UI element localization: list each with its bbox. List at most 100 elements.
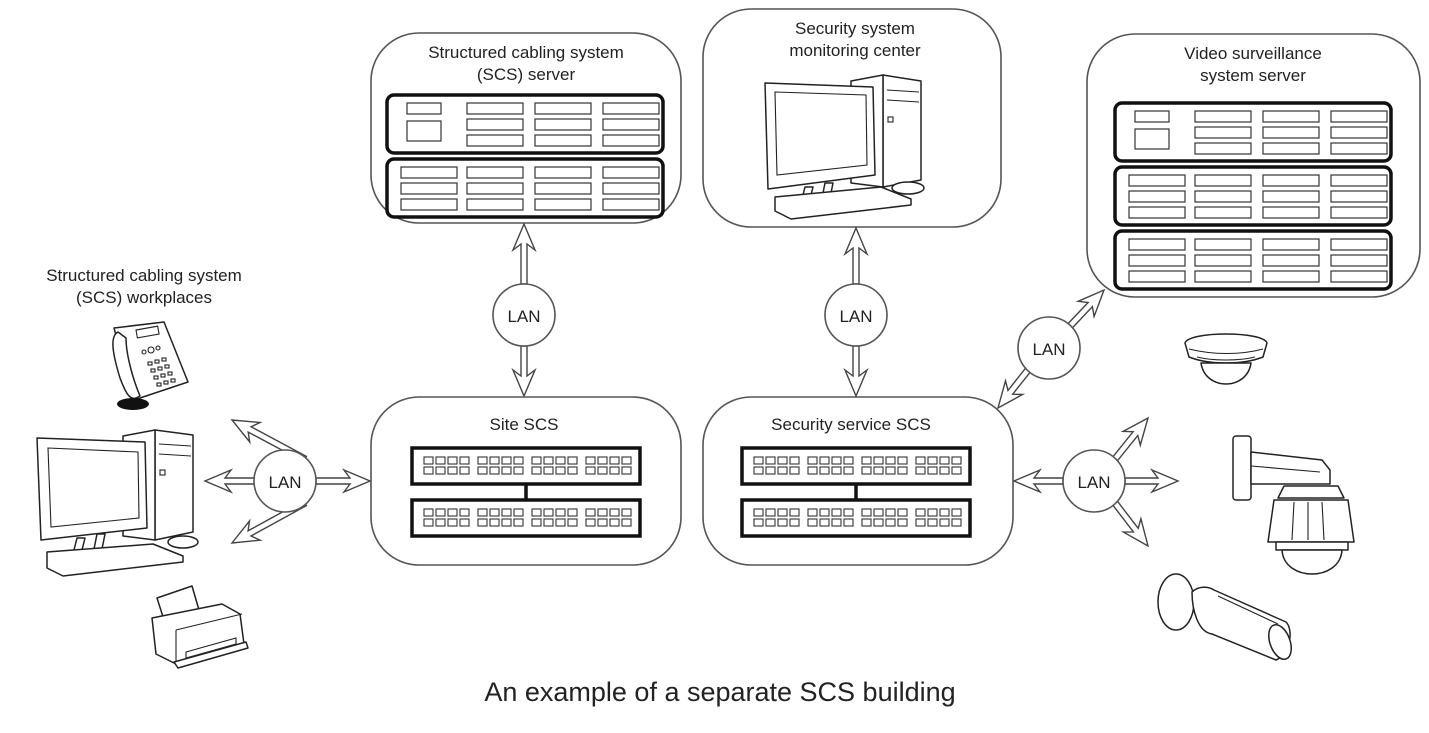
workplaces-group: Structured cabling system (SCS) workplac… bbox=[36, 266, 249, 669]
scs-server-node: Structured cabling system (SCS) server bbox=[370, 32, 682, 224]
panel-slot bbox=[1134, 128, 1170, 150]
drive-slot bbox=[1128, 206, 1186, 219]
switch-port bbox=[777, 518, 788, 527]
switch-port bbox=[753, 456, 764, 465]
switch-port bbox=[477, 508, 488, 517]
drive-slot bbox=[602, 182, 660, 195]
switch-port bbox=[861, 508, 872, 517]
dome-camera-icon bbox=[1184, 333, 1268, 385]
switch-port bbox=[897, 518, 908, 527]
switch-unit bbox=[740, 498, 972, 538]
drive-slot bbox=[1194, 126, 1252, 139]
scs-server-title-1: Structured cabling system bbox=[428, 43, 624, 62]
link-arrow bbox=[315, 468, 372, 494]
link-arrow bbox=[1111, 500, 1150, 548]
switch-port bbox=[939, 466, 950, 475]
switch-port bbox=[861, 456, 872, 465]
drive-slot bbox=[1194, 238, 1252, 251]
drive-slot bbox=[1194, 270, 1252, 283]
switch-port bbox=[459, 518, 470, 527]
video-server-title-2: system server bbox=[1200, 66, 1306, 85]
scs-server-title-2: (SCS) server bbox=[477, 65, 576, 84]
switch-port bbox=[765, 456, 776, 465]
switch-port bbox=[621, 508, 632, 517]
switch-port bbox=[819, 466, 830, 475]
link-arrow bbox=[1066, 288, 1106, 330]
panel-slot bbox=[406, 102, 442, 115]
switch-port bbox=[435, 456, 446, 465]
video-server-title-1: Video surveillance bbox=[1184, 44, 1322, 63]
switch-port bbox=[861, 466, 872, 475]
switch-port bbox=[831, 508, 842, 517]
drive-slot bbox=[1330, 238, 1388, 251]
diagram-caption: An example of a separate SCS building bbox=[484, 677, 955, 707]
switch-port bbox=[501, 456, 512, 465]
switch-port bbox=[513, 466, 524, 475]
switch-port bbox=[477, 456, 488, 465]
switch-port bbox=[777, 508, 788, 517]
switch-port bbox=[897, 466, 908, 475]
switch-port bbox=[951, 518, 962, 527]
switch-port bbox=[897, 456, 908, 465]
switch-port bbox=[555, 466, 566, 475]
switch-port bbox=[423, 508, 434, 517]
switch-port bbox=[423, 466, 434, 475]
switch-port bbox=[753, 518, 764, 527]
switch-port bbox=[567, 518, 578, 527]
drive-slot bbox=[602, 198, 660, 211]
drive-slot bbox=[466, 134, 524, 147]
drive-slot bbox=[602, 118, 660, 131]
switch-port bbox=[501, 466, 512, 475]
drive-slot bbox=[1262, 206, 1320, 219]
drive-slot bbox=[1330, 110, 1388, 123]
lan-circle bbox=[824, 283, 888, 347]
monitoring-center-title-2: monitoring center bbox=[789, 41, 921, 60]
security-scs-node: Security service SCS bbox=[702, 396, 1014, 566]
drive-slot bbox=[1194, 142, 1252, 155]
drive-slot bbox=[1330, 270, 1388, 283]
video-server-node: Video surveillance system server bbox=[1086, 33, 1421, 298]
switch-port bbox=[927, 466, 938, 475]
rack-server-icon bbox=[385, 93, 665, 219]
switch-port bbox=[597, 456, 608, 465]
switch-port bbox=[447, 508, 458, 517]
lan-label: LAN bbox=[268, 473, 301, 492]
switch-port bbox=[951, 508, 962, 517]
switch-port bbox=[459, 466, 470, 475]
switch-port bbox=[777, 456, 788, 465]
drive-slot bbox=[602, 102, 660, 115]
drive-slot bbox=[1262, 110, 1320, 123]
switch-port bbox=[939, 508, 950, 517]
drive-slot bbox=[1262, 142, 1320, 155]
switch-port bbox=[585, 466, 596, 475]
switch-port bbox=[555, 508, 566, 517]
lan-circle bbox=[1017, 316, 1081, 380]
drive-slot bbox=[1262, 254, 1320, 267]
switch-port bbox=[915, 518, 926, 527]
switch-port bbox=[435, 508, 446, 517]
drive-slot bbox=[1194, 206, 1252, 219]
switch-port bbox=[777, 466, 788, 475]
switch-port bbox=[621, 456, 632, 465]
switch-port bbox=[939, 456, 950, 465]
drive-slot bbox=[1330, 254, 1388, 267]
drive-slot bbox=[1330, 174, 1388, 187]
drive-slot bbox=[1330, 126, 1388, 139]
switch-port bbox=[531, 466, 542, 475]
switch-port bbox=[873, 508, 884, 517]
drive-slot bbox=[1262, 190, 1320, 203]
drive-slot bbox=[534, 182, 592, 195]
switch-port bbox=[585, 518, 596, 527]
lan-label: LAN bbox=[507, 307, 540, 326]
rack-server-icon bbox=[1113, 101, 1393, 291]
switch-port bbox=[951, 456, 962, 465]
lan-hub-workplaces: LAN bbox=[253, 449, 317, 513]
security-scs-title: Security service SCS bbox=[771, 415, 931, 434]
switch-port bbox=[843, 508, 854, 517]
drive-slot bbox=[1262, 238, 1320, 251]
monitoring-center-node: Security system monitoring center bbox=[702, 8, 1002, 228]
lan-hub-cameras: LAN bbox=[1062, 449, 1126, 513]
switch-port bbox=[807, 518, 818, 527]
workplaces-title-2: (SCS) workplaces bbox=[76, 288, 212, 307]
